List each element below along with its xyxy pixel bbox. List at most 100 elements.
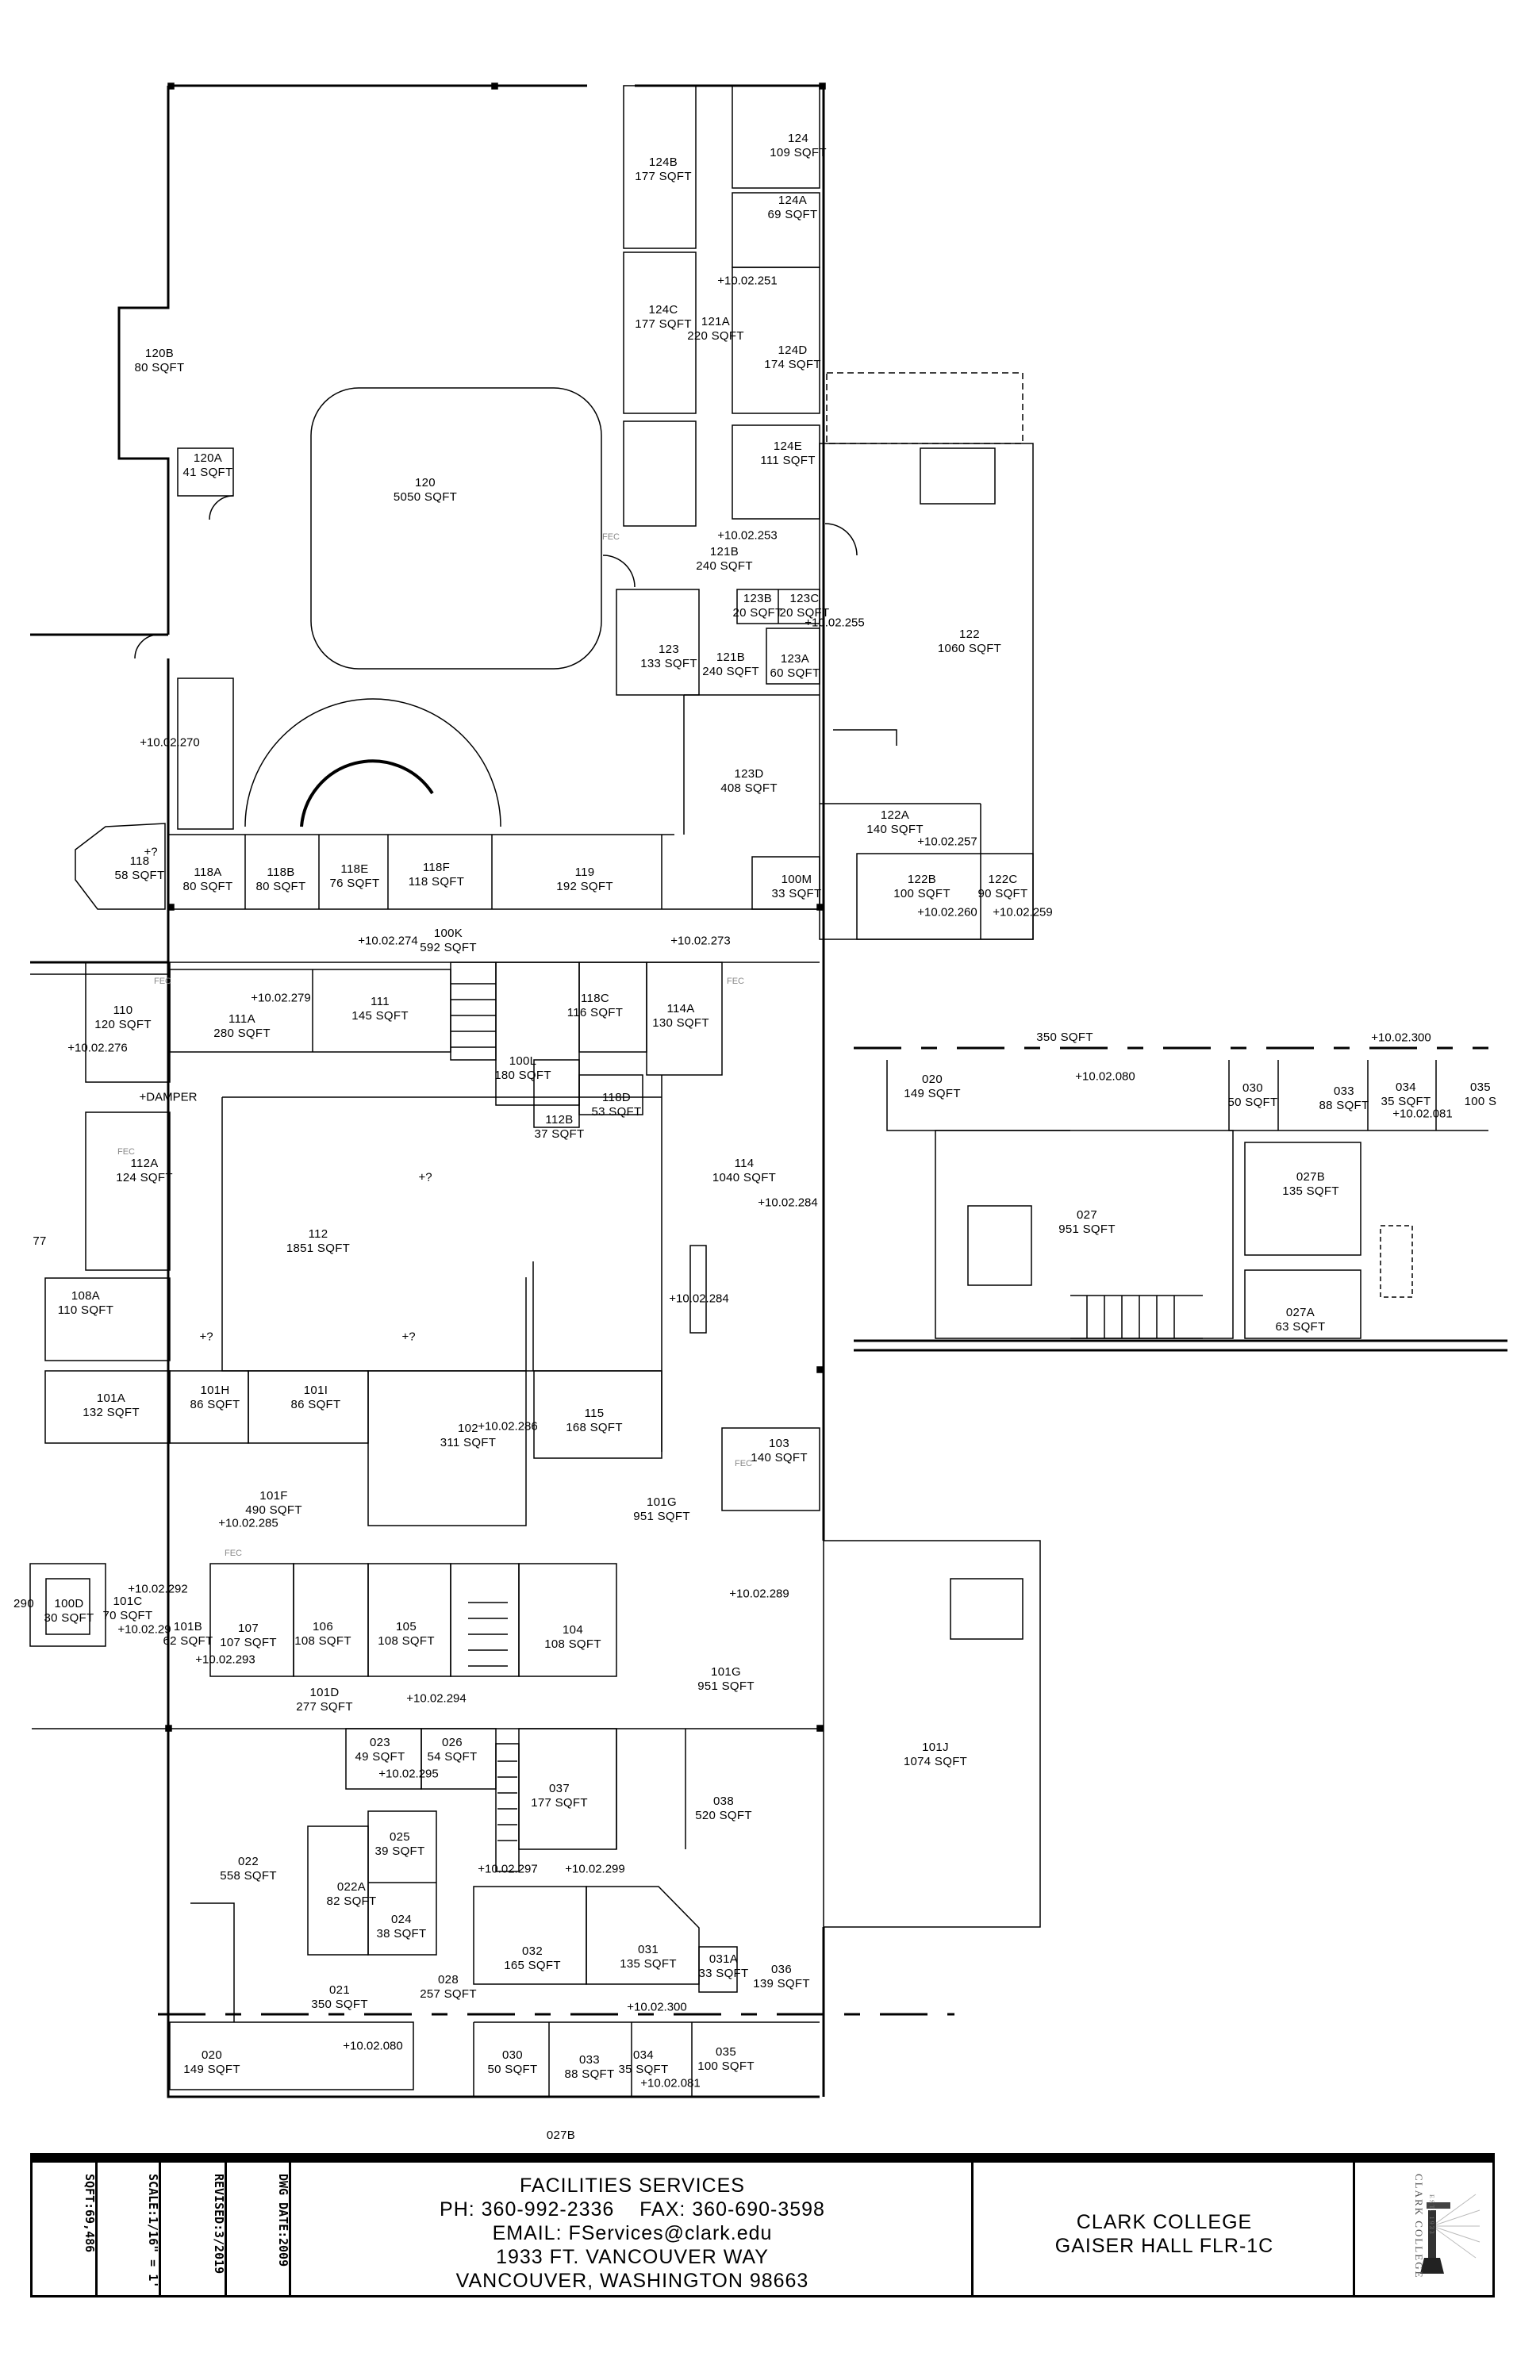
room-number: 101F: [259, 1489, 288, 1503]
facilities-info: FACILITIES SERVICES PH: 360-992-2336 FAX…: [291, 2174, 974, 2293]
room-number: 034: [633, 2048, 654, 2062]
room-area: 50 SQFT: [487, 2063, 538, 2076]
survey-marker: +10.02.285: [218, 1516, 278, 1530]
fire-extinguisher-cabinet-label: FEC: [727, 977, 744, 986]
room-area: 168 SQFT: [566, 1421, 623, 1434]
survey-marker: +10.02.300: [1371, 1031, 1431, 1045]
room-area: 240 SQFT: [696, 559, 753, 573]
room-area: 240 SQFT: [702, 665, 759, 678]
room-number: 118A: [194, 866, 222, 879]
room-number: 121B: [709, 545, 739, 559]
room-area: 100 SQFT: [893, 887, 950, 900]
partial-room-label: 027B: [546, 2129, 576, 2142]
room-area: 69 SQFT: [767, 208, 818, 221]
room-area: 133 SQFT: [640, 657, 697, 670]
interior-walls: [29, 85, 1507, 2097]
section-cut-lines: [158, 1046, 1488, 2016]
room-number: 121A: [701, 315, 731, 328]
room-area: 111 SQFT: [760, 454, 816, 467]
room-number: 101G: [711, 1665, 741, 1679]
room-number: 101I: [303, 1384, 328, 1397]
room-number: 033: [1334, 1084, 1354, 1098]
phone-fax: PH: 360-992-2336 FAX: 360-690-3598: [440, 2198, 825, 2221]
sqft-label: SQFT:: [83, 2174, 97, 2210]
address-line-1: 1933 FT. VANCOUVER WAY: [496, 2246, 769, 2268]
room-number: 101B: [173, 1620, 203, 1633]
room-area: 108 SQFT: [544, 1637, 601, 1651]
survey-marker: +10.02.293: [195, 1653, 255, 1667]
room-number: 122C: [988, 873, 1018, 886]
room-number: 100K: [433, 927, 463, 940]
facilities-cell: [291, 2163, 974, 2295]
room-number: 118B: [267, 866, 295, 879]
room-area: 174 SQFT: [764, 358, 821, 371]
room-number: 104: [563, 1623, 583, 1637]
survey-marker: +10.02.300: [627, 2000, 687, 2014]
survey-marker: +10.02.284: [758, 1196, 818, 1210]
room-number: 118C: [581, 992, 609, 1005]
room-area: 38 SQFT: [376, 1927, 427, 1940]
room-area: 30 SQFT: [44, 1611, 94, 1625]
room-number: 027B: [1296, 1170, 1326, 1184]
room-area: 220 SQFT: [687, 329, 744, 343]
room-area: 145 SQFT: [351, 1009, 409, 1023]
room-number: 105: [396, 1620, 417, 1633]
revised-label: REVISED:: [212, 2174, 226, 2232]
room-area: 140 SQFT: [866, 823, 924, 836]
survey-marker: +10.02.289: [729, 1587, 789, 1601]
room-area: 116 SQFT: [566, 1006, 624, 1019]
fire-extinguisher-cabinet-label: FEC: [735, 1459, 752, 1468]
revised-cell: REVISED:3/2019: [161, 2163, 227, 2295]
room-area: 35 SQFT: [618, 2063, 669, 2076]
room-area: 149 SQFT: [904, 1087, 961, 1100]
survey-marker: +?: [401, 1330, 416, 1344]
room-area: 100 S: [1464, 1095, 1497, 1108]
room-area: 35 SQFT: [1381, 1095, 1431, 1108]
room-area: 49 SQFT: [355, 1750, 405, 1764]
room-area: 177 SQFT: [635, 170, 692, 183]
survey-marker: +10.02.253: [717, 528, 778, 543]
room-area: 180 SQFT: [494, 1069, 551, 1082]
room-area: 100 SQFT: [697, 2059, 755, 2073]
survey-marker: +10.02.081: [640, 2076, 701, 2090]
room-number: 035: [1470, 1081, 1491, 1094]
room-area: 135 SQFT: [1282, 1184, 1339, 1198]
partial-room-label: 350 SQFT: [1036, 1031, 1093, 1044]
room-area: 33 SQFT: [771, 887, 822, 900]
room-number: 123: [659, 643, 679, 656]
room-number: 111: [371, 995, 390, 1008]
address-line-2: VANCOUVER, WASHINGTON 98663: [455, 2270, 809, 2292]
room-area: 63 SQFT: [1275, 1320, 1326, 1334]
room-number: 108A: [71, 1289, 101, 1303]
room-number: 120B: [144, 347, 175, 360]
room-area: 311 SQFT: [440, 1436, 497, 1449]
room-area: 39 SQFT: [374, 1844, 425, 1858]
survey-marker: +10.02.279: [251, 991, 311, 1005]
room-number: 115: [584, 1407, 605, 1420]
survey-marker: +10.02.080: [1075, 1069, 1135, 1084]
room-number: 120: [415, 476, 436, 489]
